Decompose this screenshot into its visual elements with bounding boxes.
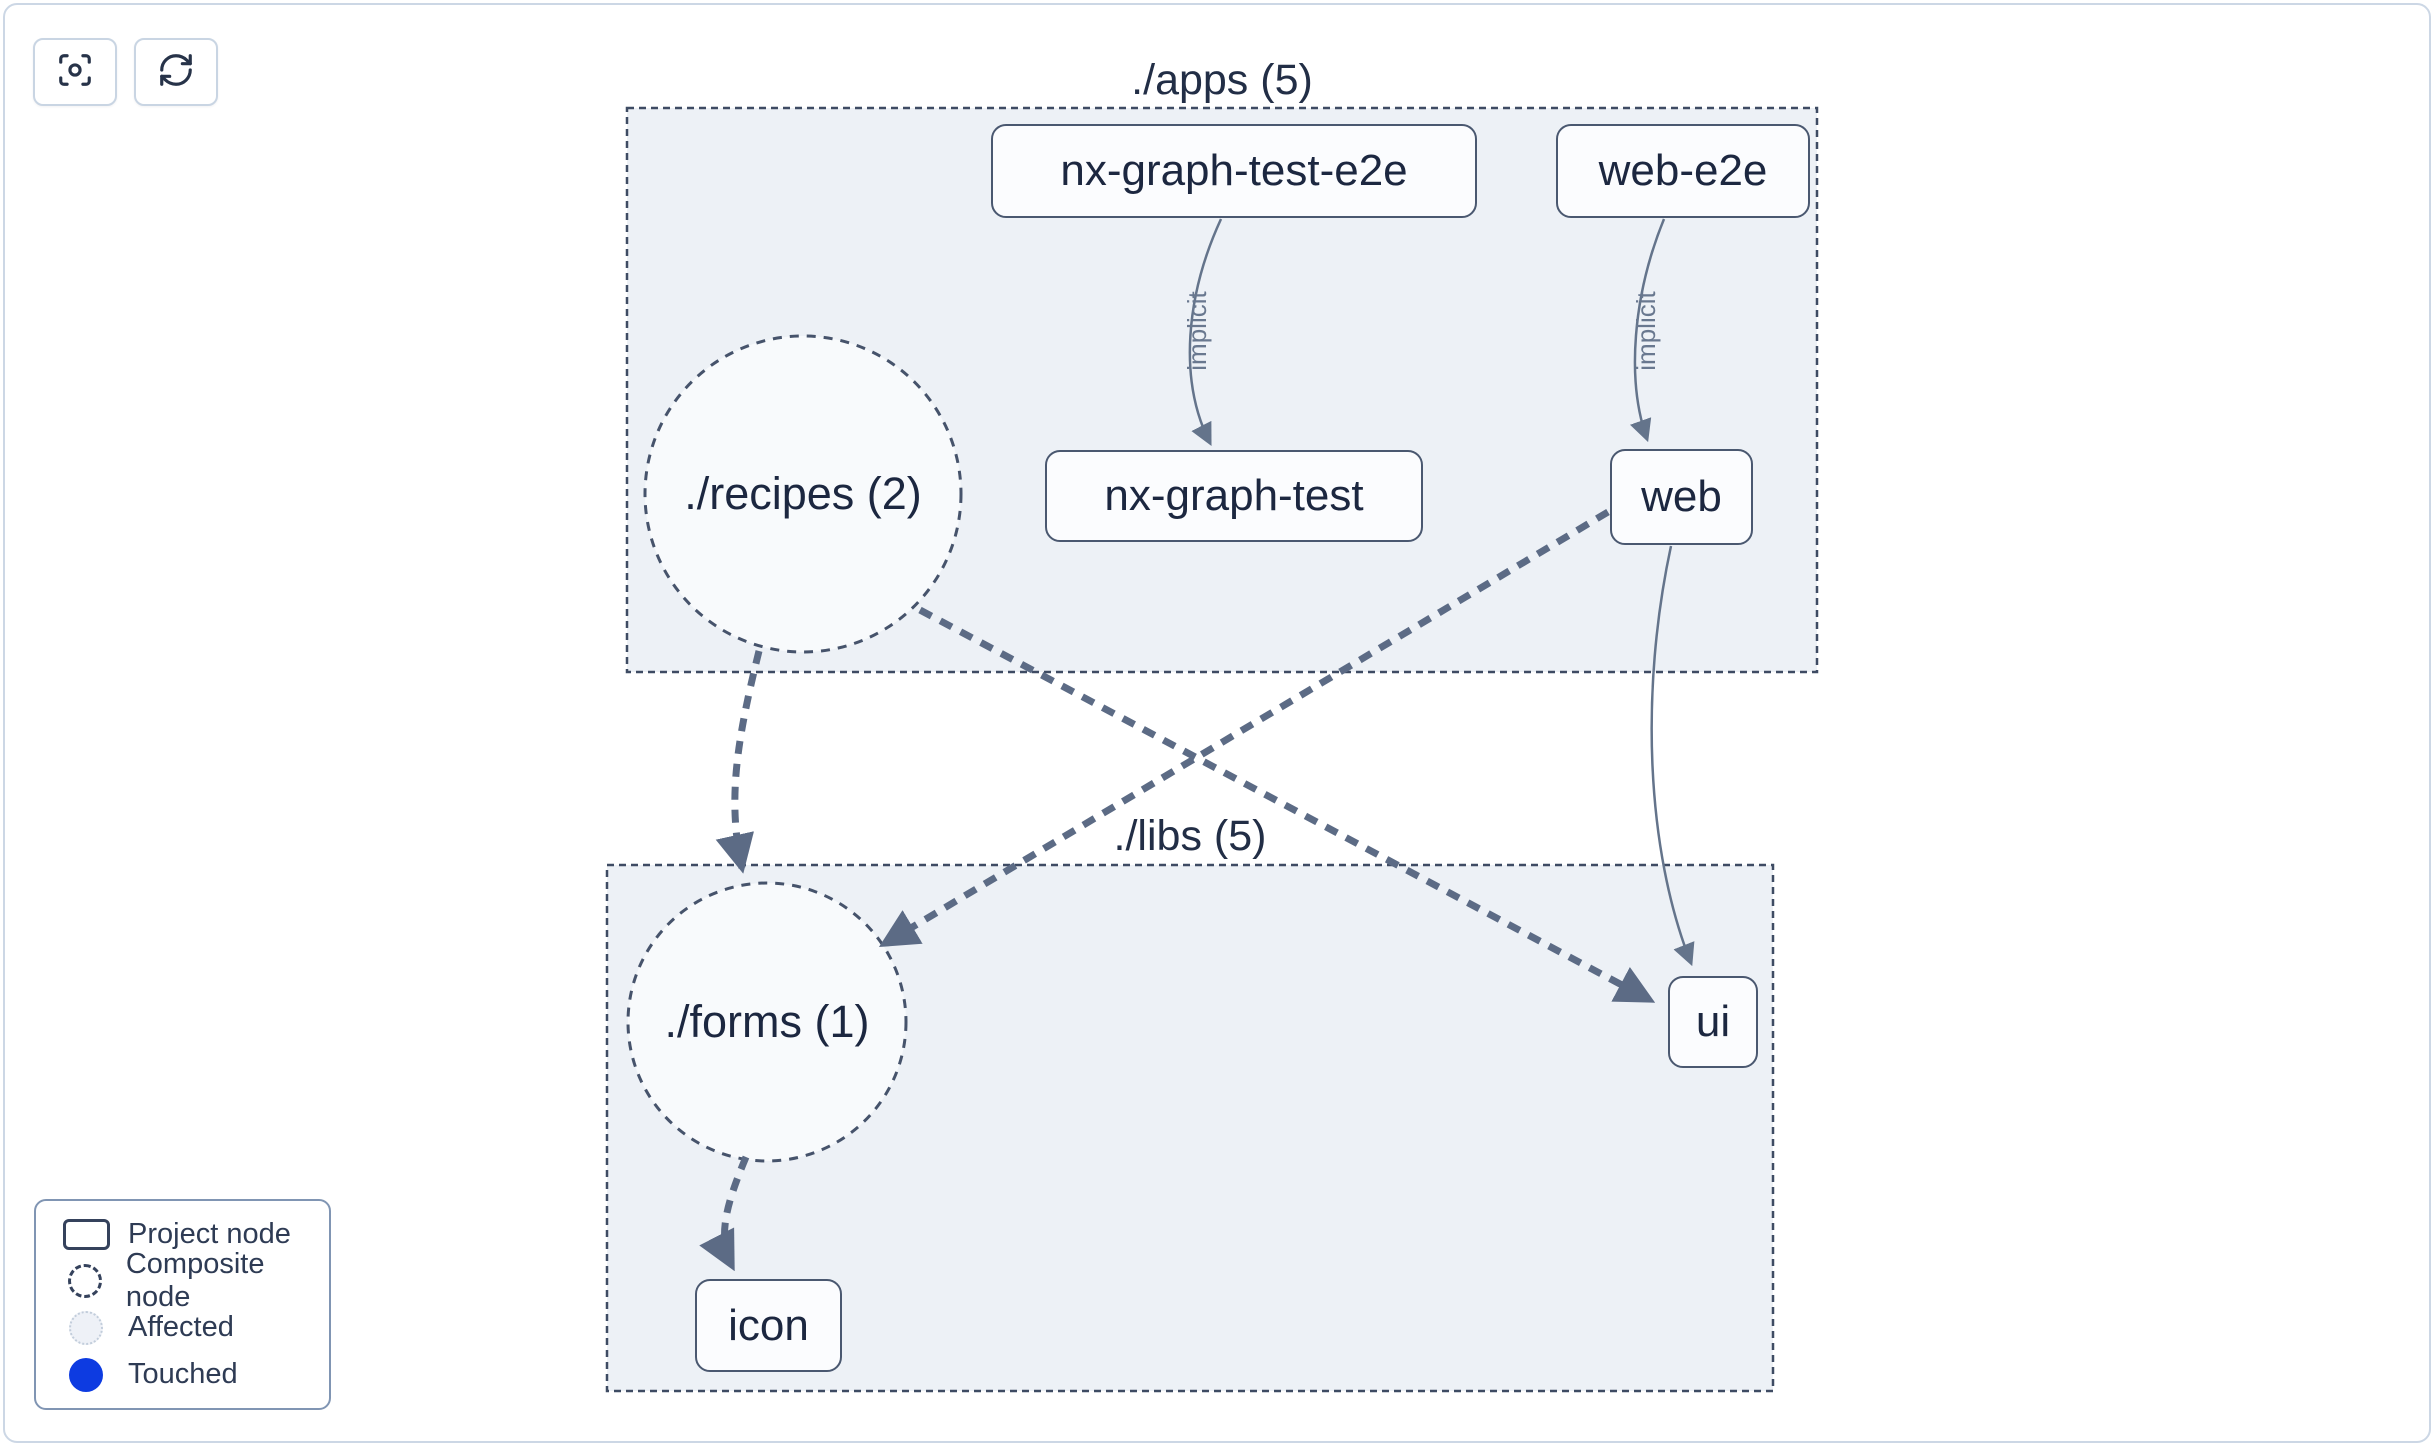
node-label: nx-graph-test-e2e: [1060, 146, 1408, 195]
toolbar: [33, 38, 218, 106]
legend-item-touched: Touched: [36, 1353, 329, 1397]
legend-label: Affected: [128, 1311, 234, 1344]
legend-label: Composite node: [125, 1248, 265, 1314]
node-web[interactable]: web: [1610, 449, 1753, 545]
edge-web-to-forms: [878, 508, 1610, 948]
node-nx-graph-test[interactable]: nx-graph-test: [1045, 450, 1423, 542]
edge-label-implicit-2: implicit: [1631, 291, 1661, 371]
node-label: ui: [1695, 997, 1731, 1046]
edge-web-to-ui: [1650, 545, 1695, 967]
legend-label: Touched: [128, 1358, 238, 1391]
node-web-e2e[interactable]: web-e2e: [1556, 124, 1810, 218]
group-label-apps: ./apps (5): [1131, 56, 1313, 104]
legend-item-project-node: Project node: [36, 1212, 329, 1256]
node-label: nx-graph-test: [1104, 471, 1364, 520]
node-label: web-e2e: [1598, 146, 1768, 195]
node-nx-graph-test-e2e[interactable]: nx-graph-test-e2e: [991, 124, 1477, 218]
edge-nx-graph-test-e2e-to-nx-graph-test: [1188, 218, 1223, 447]
node-icon[interactable]: icon: [695, 1279, 842, 1372]
focus-icon: [56, 51, 94, 94]
affected-swatch: [58, 1310, 114, 1345]
composite-node-recipes[interactable]: [643, 334, 963, 654]
project-node-swatch: [58, 1218, 114, 1250]
edge-forms-to-icon: [699, 1155, 750, 1272]
edge-label-implicit-1: implicit: [1182, 291, 1212, 371]
node-label: web: [1641, 472, 1722, 521]
composite-node-swatch: [58, 1264, 112, 1299]
zoom-to-fit-button[interactable]: [33, 38, 117, 106]
legend-label: Project node: [128, 1217, 291, 1250]
edge-recipes-to-forms: [715, 650, 763, 874]
node-label: icon: [728, 1300, 809, 1350]
legend: Project node Composite node Affected Tou…: [34, 1199, 331, 1410]
legend-item-composite-node: Composite node: [36, 1248, 329, 1313]
refresh-button[interactable]: [134, 38, 218, 106]
composite-node-forms[interactable]: [626, 881, 908, 1163]
node-ui[interactable]: ui: [1668, 976, 1758, 1068]
refresh-icon: [157, 51, 195, 94]
legend-item-affected: Affected: [36, 1306, 329, 1350]
edge-web-e2e-to-web: [1629, 218, 1666, 443]
group-label-libs: ./libs (5): [1113, 812, 1267, 860]
touched-swatch: [58, 1357, 114, 1392]
